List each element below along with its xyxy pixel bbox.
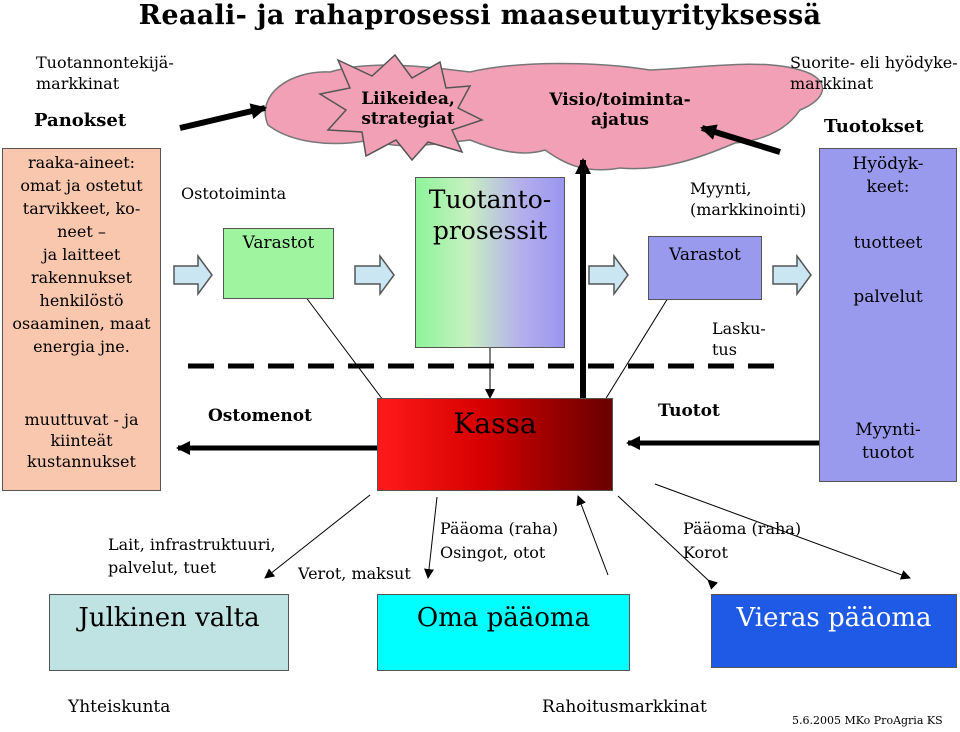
cash-label: Kassa [453,407,537,440]
purchasing-label: Ostotoiminta [181,184,287,203]
left-warehouse-box: Varastot [223,228,334,299]
goods-label: Hyödyk- keet: [852,154,924,197]
debt-label: Vieras pääoma [736,603,932,633]
society-label: Yhteiskunta [68,697,171,717]
inputs-list: raaka-aineet: omat ja ostetut tarvikkeet… [12,153,151,356]
services-label: palvelut [853,287,923,307]
arrow-right-market [700,124,781,155]
debt-box: Vieras pääoma [711,594,957,668]
public-sector-label: Julkinen valta [78,603,260,633]
equity-box: Oma pääoma [377,594,630,671]
arrow-left-market [179,103,267,131]
input-markets-label: Tuotannontekijä- markkinat [36,53,174,93]
panokset-heading: Panokset [34,110,127,131]
products-label: tuotteet [853,233,923,253]
purchase-expenses-label: Ostomenot [208,406,312,426]
production-label: Tuotanto- prosessit [428,185,552,245]
invoicing-label: Lasku- tus [712,319,766,359]
public-services-label: Lait, infrastruktuuri, palvelut, tuet [108,535,276,577]
left-warehouse-label: Varastot [242,233,315,253]
footer-credit: 5.6.2005 MKo ProAgria KS [792,714,943,727]
outputs-box: Hyödyk- keet: tuotteet palvelut Myynti- … [819,148,957,482]
production-box: Tuotanto- prosessit [415,177,565,348]
inputs-box: raaka-aineet: omat ja ostetut tarvikkeet… [2,148,161,491]
sales-label: Myynti, (markkinointi) [690,179,807,219]
equity-label: Oma pääoma [416,603,591,633]
taxes-label: Verot, maksut [298,564,411,583]
strategy-text: Liikeidea, strategiat [361,89,455,129]
right-warehouse-label: Varastot [669,245,741,265]
diagram-title: Reaali- ja rahaprosessi maaseutuyritykse… [138,0,822,31]
strategy-star [317,53,484,162]
flow-arrows [173,253,812,297]
vision-text: Visio/toiminta- ajatus [549,90,691,130]
output-markets-label: Suorite- eli hyödyke- markkinat [790,53,958,93]
income-label: Tuotot [658,401,720,421]
public-sector-box: Julkinen valta [49,594,289,671]
revenue-label: Myynti- tuotot [855,420,921,463]
right-warehouse-box: Varastot [648,236,762,300]
own-capital-flow-label: Pääoma (raha) Osingot, otot [440,519,559,562]
tuotokset-heading: Tuotokset [824,116,924,137]
cash-box: Kassa [377,398,613,491]
financial-markets-label: Rahoitusmarkkinat [542,697,707,717]
costs-label: muuttuvat - ja kiinteät kustannukset [24,410,139,471]
debt-capital-flow-label: Pääoma (raha) Korot [683,519,802,562]
